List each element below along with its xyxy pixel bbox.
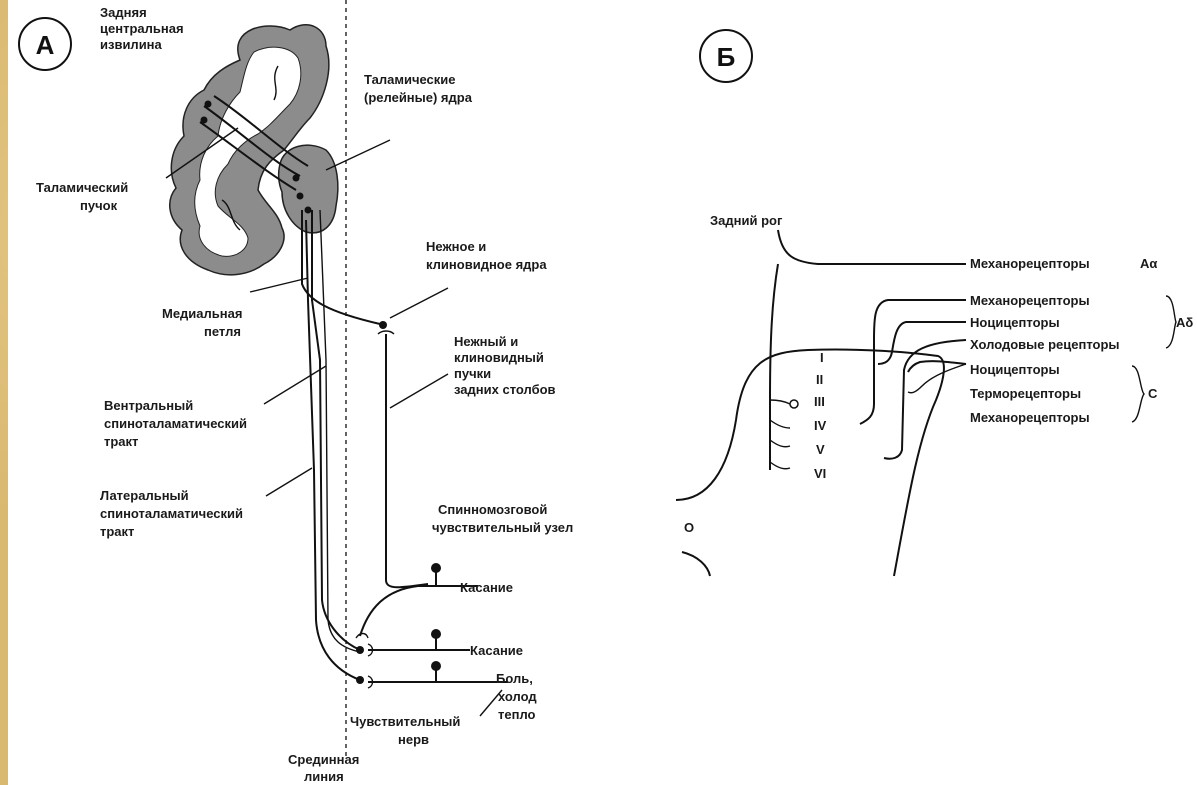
label-a-alpha-tag: Aα bbox=[1140, 256, 1157, 271]
label-postcentral-1: Задняя bbox=[100, 5, 147, 20]
label-dorsal-columns-1: Нежный и bbox=[454, 334, 518, 349]
lamina-branch bbox=[770, 420, 790, 428]
synapse-mark bbox=[378, 331, 394, 334]
label-postcentral-3: извилина bbox=[100, 37, 163, 52]
label-dorsal-columns-2: клиновидный bbox=[454, 350, 544, 365]
thalamic-neuron-2 bbox=[297, 193, 304, 200]
label-thermo-c: Терморецепторы bbox=[970, 386, 1081, 401]
bracket-a-delta bbox=[1166, 296, 1176, 348]
label-mech-a-alpha: Механорецепторы bbox=[970, 256, 1090, 271]
label-lamina-6: VI bbox=[814, 466, 826, 481]
lateral-spinothalamic-tract bbox=[306, 220, 360, 680]
figure-canvas: А bbox=[8, 0, 1197, 785]
label-dorsal-columns-3: пучки bbox=[454, 366, 491, 381]
label-midline-2: линия bbox=[304, 769, 344, 784]
label-lamina-5: V bbox=[816, 442, 825, 457]
dorsal-column-fiber bbox=[386, 334, 428, 587]
label-postcentral-2: центральная bbox=[100, 21, 184, 36]
a-alpha-collateral bbox=[770, 264, 778, 470]
panel-b: Б Задний рог Механорецепторы Aα Механоре… bbox=[676, 30, 1193, 576]
label-c-tag: C bbox=[1148, 386, 1158, 401]
a-delta-cold-fiber bbox=[884, 340, 966, 459]
central-canal-edge bbox=[682, 552, 710, 576]
label-thalamic-bundle-2: пучок bbox=[80, 198, 118, 213]
label-ventral-tract-1: Вентральный bbox=[104, 398, 193, 413]
a-alpha-fiber bbox=[778, 230, 966, 264]
lamina-branch bbox=[770, 462, 790, 469]
label-sensory-nerve-2: нерв bbox=[398, 732, 429, 747]
thalamic-neuron-1 bbox=[293, 175, 300, 182]
label-dorsal-horn: Задний рог bbox=[710, 213, 783, 228]
label-o-mark: O bbox=[684, 520, 694, 535]
pointer-thalamic-nuclei bbox=[326, 140, 390, 170]
panel-a-letter: А bbox=[36, 30, 55, 60]
ganglion-cell-2 bbox=[431, 629, 441, 639]
dorsal-horn-neuron-3 bbox=[356, 676, 364, 684]
label-gracile-nuclei-1: Нежное и bbox=[426, 239, 486, 254]
cortex-neuron-1 bbox=[205, 101, 212, 108]
label-medial-lemniscus-1: Медиальная bbox=[162, 306, 242, 321]
label-lateral-tract-2: спиноталаматический bbox=[100, 506, 243, 521]
lamina-neuron bbox=[790, 400, 798, 408]
pointer-gracile-nuclei bbox=[390, 288, 448, 318]
label-touch-2: Касание bbox=[470, 643, 523, 658]
synapse-mark bbox=[356, 634, 368, 639]
label-dorsal-columns-4: задних столбов bbox=[454, 382, 556, 397]
label-pain-3: тепло bbox=[498, 707, 536, 722]
tract-fiber-extra bbox=[320, 210, 360, 652]
label-gracile-nuclei-2: клиновидное ядра bbox=[426, 257, 547, 272]
pointer-ventral-tract bbox=[264, 366, 326, 404]
thalamus-nucleus bbox=[279, 145, 338, 233]
label-ventral-tract-3: тракт bbox=[104, 434, 138, 449]
label-pain-1: Боль, bbox=[496, 671, 533, 686]
label-thalamic-nuclei-1: Таламические bbox=[364, 72, 456, 87]
pointer-lateral-tract bbox=[266, 468, 312, 496]
label-medial-lemniscus-2: петля bbox=[204, 324, 241, 339]
label-noci-a-delta: Ноцицепторы bbox=[970, 315, 1060, 330]
panel-b-letter: Б bbox=[717, 42, 736, 72]
label-lamina-4: IV bbox=[814, 418, 827, 433]
label-noci-c: Ноцицепторы bbox=[970, 362, 1060, 377]
lamina-branch bbox=[770, 440, 790, 447]
label-thalamic-bundle-1: Таламический bbox=[36, 180, 128, 195]
lamina-branch bbox=[770, 400, 790, 404]
ganglion-cell-3 bbox=[431, 661, 441, 671]
label-cold-a-delta: Холодовые рецепторы bbox=[970, 337, 1120, 352]
label-touch-1: Касание bbox=[460, 580, 513, 595]
bracket-c bbox=[1132, 366, 1144, 422]
label-lateral-tract-1: Латеральный bbox=[100, 488, 189, 503]
cortex-neuron-2 bbox=[201, 117, 208, 124]
label-lateral-tract-3: тракт bbox=[100, 524, 134, 539]
label-pain-2: холод bbox=[498, 689, 537, 704]
label-lamina-1: I bbox=[820, 350, 824, 365]
a-delta-noci-fiber bbox=[878, 322, 966, 364]
label-lamina-2: II bbox=[816, 372, 823, 387]
label-a-delta-tag: Aδ bbox=[1176, 315, 1193, 330]
label-mech-a-delta: Механорецепторы bbox=[970, 293, 1090, 308]
label-ganglion-2: чувствительный узел bbox=[432, 520, 573, 535]
label-ventral-tract-2: спиноталаматический bbox=[104, 416, 247, 431]
label-sensory-nerve-1: Чувствительный bbox=[350, 714, 460, 729]
gracile-nucleus-neuron bbox=[379, 321, 387, 329]
panel-a: А bbox=[19, 0, 573, 784]
ventral-spinothalamic-tract bbox=[312, 210, 360, 650]
pointer-medial-lemniscus bbox=[250, 278, 308, 292]
pointer-dorsal-columns bbox=[390, 374, 448, 408]
dorsal-horn-neuron-2 bbox=[356, 646, 364, 654]
label-mech-c: Механорецепторы bbox=[970, 410, 1090, 425]
label-lamina-3: III bbox=[814, 394, 825, 409]
label-thalamic-nuclei-2: (релейные) ядра bbox=[364, 90, 473, 105]
pathway-diagram: А bbox=[8, 0, 1197, 785]
label-midline-1: Срединная bbox=[288, 752, 359, 767]
c-fiber-2 bbox=[908, 364, 966, 393]
label-ganglion-1: Спинномозговой bbox=[438, 502, 547, 517]
thalamic-neuron-3 bbox=[305, 207, 312, 214]
ganglion-cell-1 bbox=[431, 563, 441, 573]
